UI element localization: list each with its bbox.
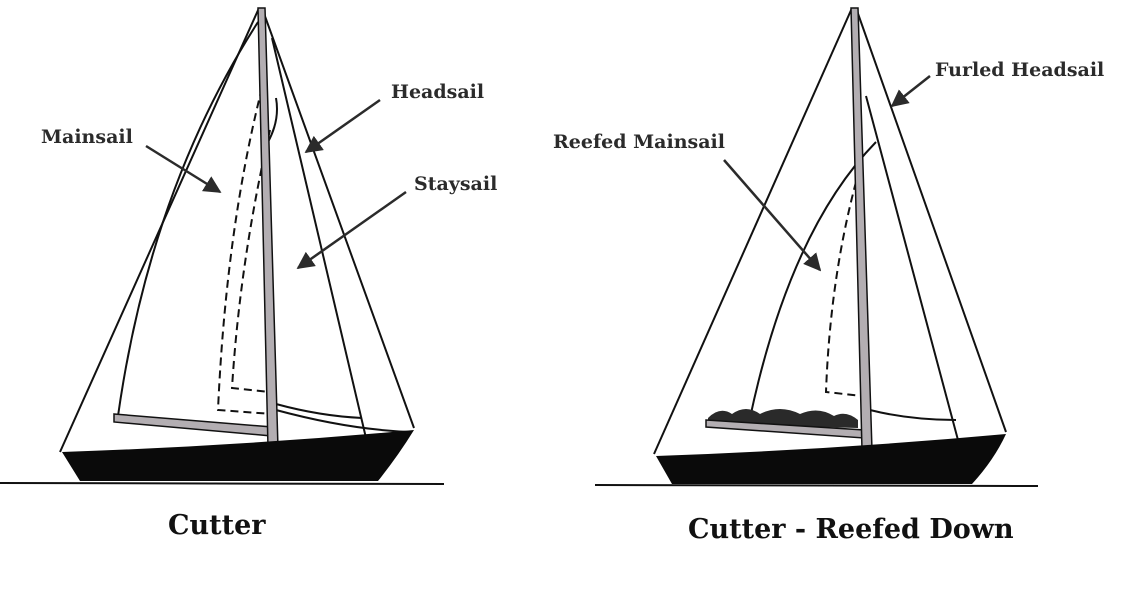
forestay-right [855,7,1007,433]
furled-headsail-label: Furled Headsail [935,59,1105,81]
staysail-label: Staysail [414,173,498,195]
reefed-mainsail-label: Reefed Mainsail [553,131,725,153]
staysail-luff [267,97,278,143]
hull-right [656,434,1006,484]
waterline-right [594,484,1039,487]
reefed-cutter-boat [594,7,1039,487]
staysail-arrow [296,190,407,270]
waterline-left [0,482,445,485]
reefed-cutter-caption: Cutter - Reefed Down [688,514,1014,545]
headsail-arrow [304,98,381,154]
mainsail-arrow [145,144,222,194]
outer-luff-right [653,7,853,455]
staysail-foot [275,403,363,419]
staysail-foot-right [869,409,957,421]
furled-headsail [865,95,959,441]
dashed-sail [216,87,273,415]
mast-right [850,7,873,451]
dashed-sail-right [824,181,863,397]
furled-headsail-arrow [890,75,931,108]
cutter-caption: Cutter [168,510,266,541]
headsail-foot [275,409,413,433]
boom-left [113,413,273,437]
hull-left [62,430,414,481]
mast-left [257,7,279,449]
forestay-left [261,7,415,429]
headsail-leech [271,37,367,439]
reefed-mainsail-arrow [723,159,822,272]
mainsail-shape [117,21,259,417]
mainsail-label: Mainsail [41,126,133,148]
cutter-boat [0,7,445,485]
headsail-label: Headsail [391,81,485,103]
